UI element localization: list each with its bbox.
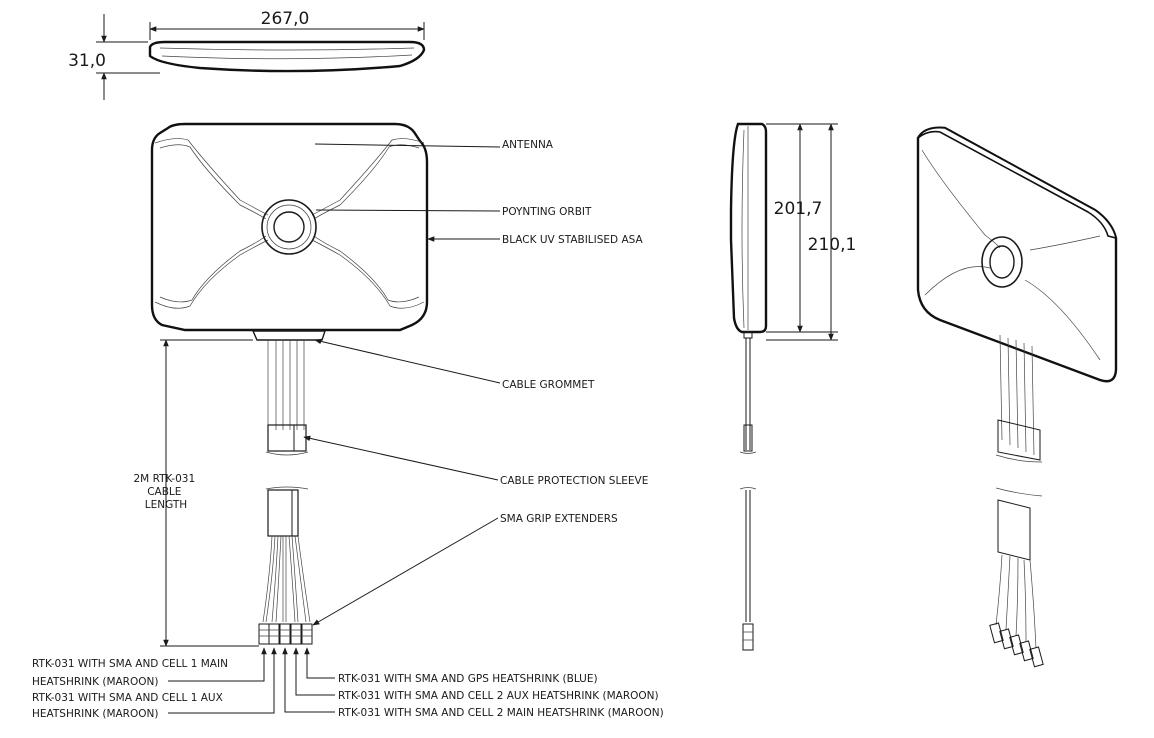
callout-asa: BLACK UV STABILISED ASA (502, 234, 644, 246)
isometric-view (916, 126, 1118, 668)
callout-grommet: CABLE GROMMET (502, 379, 595, 391)
label-gps: RTK-031 WITH SMA AND GPS HEATSHRINK (BLU… (338, 673, 598, 685)
callout-orbit: POYNTING ORBIT (502, 206, 592, 218)
label-cell1-main: RTK-031 WITH SMA AND CELL 1 MAIN HEATSHR… (32, 658, 231, 688)
height-outer-dimension: 210,1 (808, 235, 857, 255)
cable-sleeve-top (267, 424, 307, 452)
antenna-housing (150, 122, 429, 332)
orbit-badge (273, 211, 305, 243)
connector-labels: RTK-031 WITH SMA AND CELL 1 MAIN HEATSHR… (32, 647, 664, 720)
width-dimension: 267,0 (261, 9, 310, 29)
callout-sleeve: CABLE PROTECTION SLEEVE (500, 475, 648, 487)
cable-sleeve-bottom (267, 489, 299, 537)
callout-antenna: ANTENNA (502, 139, 554, 151)
front-view (150, 122, 429, 647)
label-cell2-aux: RTK-031 WITH SMA AND CELL 2 AUX HEATSHRI… (338, 690, 659, 702)
height-inner-dimension: 201,7 (774, 199, 823, 219)
label-cell1-aux: RTK-031 WITH SMA AND CELL 1 AUX HEATSHRI… (32, 692, 226, 720)
cable-length-label: 2M RTK-031 CABLE LENGTH (134, 473, 199, 511)
callouts: ANTENNA POYNTING ORBIT BLACK UV STABILIS… (303, 139, 648, 626)
sma-connectors (258, 623, 313, 645)
label-cell2-main: RTK-031 WITH SMA AND CELL 2 MAIN HEATSHR… (338, 707, 664, 719)
top-view: 267,0 31,0 (68, 9, 426, 100)
side-view: 201,7 210,1 (729, 122, 857, 651)
cable-grommet (251, 330, 326, 341)
callout-sma: SMA GRIP EXTENDERS (500, 513, 618, 525)
thickness-dimension: 31,0 (68, 51, 106, 71)
